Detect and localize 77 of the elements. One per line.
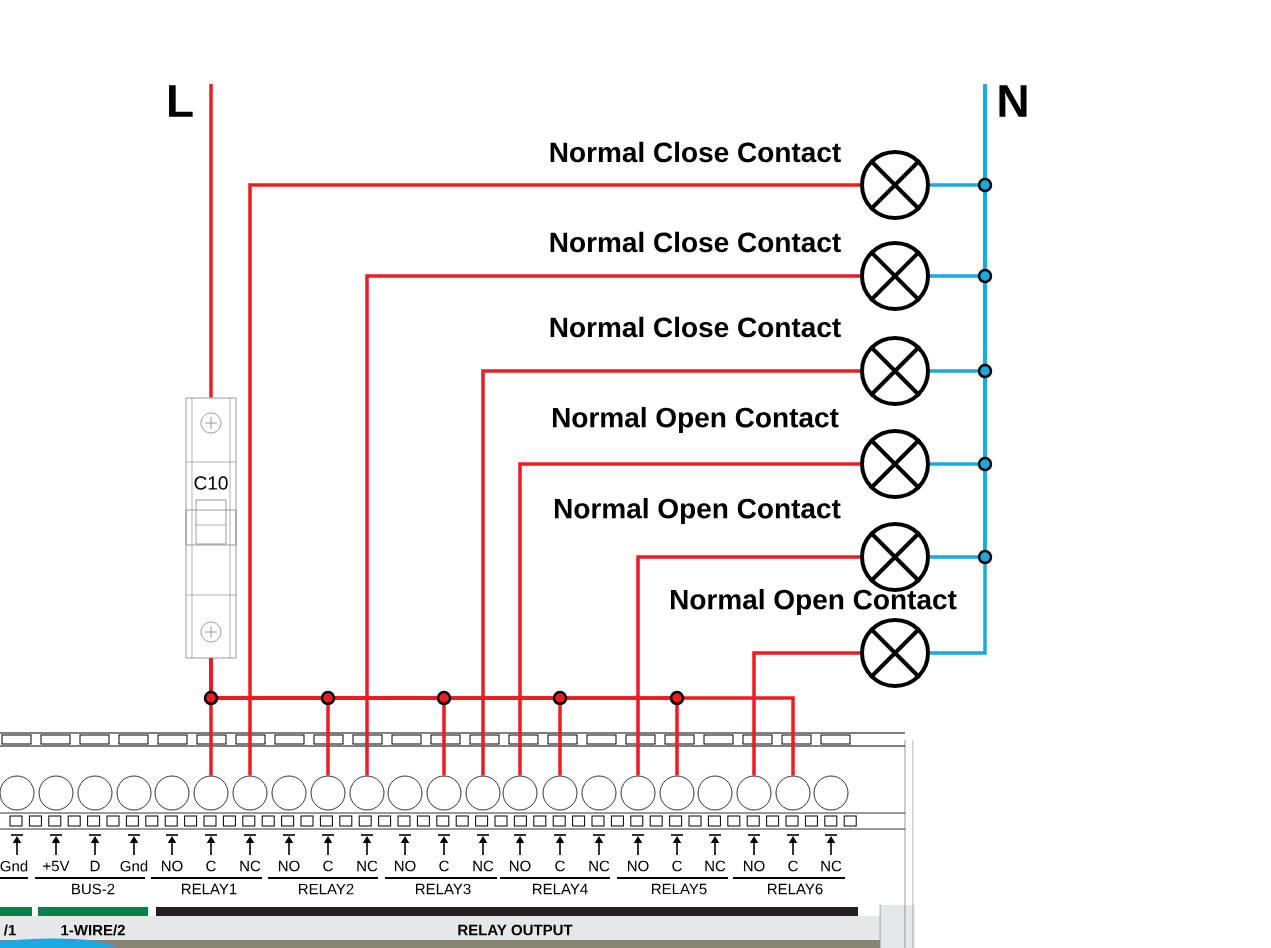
- terminal-label: NO: [162, 860, 183, 872]
- module-label: /1: [3, 924, 16, 936]
- terminal-label: NO: [628, 860, 649, 872]
- terminal-label: NC: [473, 860, 494, 872]
- group-label: RELAY5: [652, 883, 707, 895]
- circuit-breaker: C10: [185, 397, 237, 659]
- wire-label: N: [999, 85, 1027, 117]
- lamp-symbol: [860, 336, 930, 406]
- module-label: 1-WIRE/2: [61, 924, 125, 936]
- contact-label: Normal Open Contact: [554, 497, 841, 525]
- lamp-symbol: [860, 241, 930, 311]
- contact-label: Normal Close Contact: [550, 316, 841, 338]
- wire: [248, 183, 860, 776]
- screw-terminal: [502, 775, 538, 811]
- screw-terminal: [193, 775, 229, 811]
- terminal-label: Gnd: [0, 860, 28, 872]
- group-label: RELAY6: [768, 883, 823, 895]
- screw-terminal: [116, 775, 152, 811]
- wire: [209, 84, 213, 398]
- terminal-label: C: [555, 860, 565, 872]
- terminal-label: NC: [589, 860, 610, 872]
- screw-terminal: [697, 775, 733, 811]
- wire: [636, 555, 860, 776]
- screw-terminal: [310, 775, 346, 811]
- screw-terminal: [620, 775, 656, 811]
- terminal-label: NC: [705, 860, 726, 872]
- group-label: RELAY2: [299, 883, 354, 895]
- wire: [752, 651, 860, 776]
- contact-label: Normal Open Contact: [670, 588, 957, 616]
- screw-terminal: [813, 775, 849, 811]
- lamp-symbol: [860, 429, 930, 499]
- screw-terminal: [154, 775, 190, 811]
- screw-terminal: [77, 775, 113, 811]
- terminal-label: NC: [821, 860, 842, 872]
- screw-terminal: [659, 775, 695, 811]
- group-label: RELAY1: [182, 883, 237, 895]
- screw-terminal: [38, 775, 74, 811]
- group-label: BUS-2: [72, 883, 115, 895]
- contact-label: Normal Close Contact: [550, 231, 841, 253]
- terminal-label: NO: [744, 860, 765, 872]
- terminal-label: Gnd: [120, 860, 148, 872]
- terminal-label: NO: [279, 860, 300, 872]
- terminal-label: +5V: [43, 860, 70, 872]
- terminal-label: NC: [240, 860, 261, 872]
- screw-terminal: [426, 775, 462, 811]
- screw-terminal: [349, 775, 385, 811]
- terminal-label: C: [323, 860, 333, 872]
- contact-label: Normal Close Contact: [550, 141, 841, 163]
- terminal-label: C: [788, 860, 798, 872]
- screw-terminal: [271, 775, 307, 811]
- screw-terminal: [736, 775, 772, 811]
- terminal-label: NO: [395, 860, 416, 872]
- wire: [365, 274, 860, 776]
- lamp-symbol: [860, 150, 930, 220]
- terminal-label: C: [439, 860, 449, 872]
- terminal-label: C: [206, 860, 216, 872]
- group-label: RELAY3: [416, 883, 471, 895]
- terminal-label: D: [90, 860, 100, 872]
- screw-terminal: [775, 775, 811, 811]
- contact-label: Normal Open Contact: [552, 406, 839, 434]
- wire: [930, 84, 987, 655]
- wire: [518, 462, 860, 776]
- wire: [209, 658, 795, 776]
- terminal-label: NC: [357, 860, 378, 872]
- terminal-label: C: [672, 860, 682, 872]
- screw-terminal: [465, 775, 501, 811]
- screw-terminal: [581, 775, 617, 811]
- screw-terminal: [0, 775, 35, 811]
- terminal-label: NO: [510, 860, 531, 872]
- wire: [481, 369, 860, 776]
- lamp-symbol: [860, 618, 930, 688]
- screw-terminal: [232, 775, 268, 811]
- wire-label: L: [169, 85, 193, 117]
- module-label: RELAY OUTPUT: [458, 924, 573, 936]
- screw-terminal: [387, 775, 423, 811]
- screw-terminal: [542, 775, 578, 811]
- group-label: RELAY4: [533, 883, 588, 895]
